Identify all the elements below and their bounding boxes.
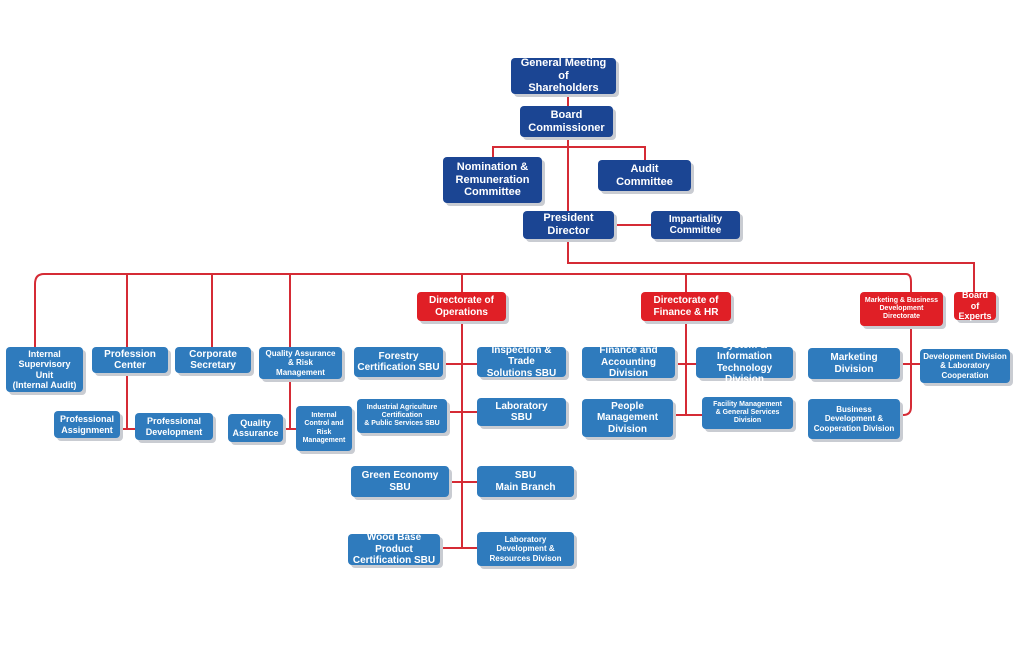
node-inspection-trade-solutions-sbu: Inspection & Trade Solutions SBU bbox=[477, 345, 566, 379]
node-finance-accounting-division: Finance and Accounting Division bbox=[582, 345, 675, 379]
node-internal-supervisory-unit: Internal Supervisory Unit (Internal Audi… bbox=[6, 347, 83, 392]
node-president-director: President Director bbox=[523, 211, 614, 239]
node-corporate-secretary: Corporate Secretary bbox=[175, 347, 251, 373]
node-quality-assurance-risk-management: Quality Assurance & Risk Management bbox=[259, 347, 342, 379]
connector-board-committees bbox=[492, 146, 646, 160]
node-board-of-experts: Board of Experts bbox=[954, 290, 996, 321]
node-green-economy-sbu: Green Economy SBU bbox=[351, 466, 449, 497]
node-industrial-agriculture-certification-sbu: Industrial Agriculture Certification & P… bbox=[357, 399, 447, 433]
node-quality-assurance: Quality Assurance bbox=[228, 414, 283, 442]
node-laboratory-sbu: Laboratory SBU bbox=[477, 398, 566, 426]
node-general-meeting-of-shareholders: General Meeting of Shareholders bbox=[511, 57, 616, 94]
node-forestry-certification-sbu: Forestry Certification SBU bbox=[354, 347, 443, 377]
node-system-information-technology-division: System & Information Technology Division bbox=[696, 340, 793, 385]
connector-main-bus bbox=[44, 273, 912, 292]
node-development-division-laboratory-cooperation: Development Division & Laboratory Cooper… bbox=[920, 349, 1010, 383]
connector-qa-children bbox=[283, 379, 296, 430]
connector-marketing-branch bbox=[900, 326, 920, 416]
connector-internal-supervisory bbox=[34, 273, 45, 347]
node-marketing-business-development-directorate: Marketing & Business Development Directo… bbox=[860, 292, 943, 326]
node-internal-control-risk-management: Internal Control and Risk Management bbox=[296, 406, 352, 451]
connector-president-bus bbox=[567, 239, 975, 292]
node-wood-base-product-certification-sbu: Wood Base Product Certification SBU bbox=[348, 532, 440, 566]
node-audit-committee: Audit Committee bbox=[598, 160, 691, 191]
node-impartiality-committee: Impartiality Committee bbox=[651, 211, 740, 239]
node-professional-assignment: Professional Assignment bbox=[54, 411, 120, 438]
node-sbu-main-branch: SBU Main Branch bbox=[477, 466, 574, 497]
node-directorate-of-operations: Directorate of Operations bbox=[417, 292, 506, 321]
node-board-commissioner: Board Commissioner bbox=[520, 106, 613, 137]
node-nomination-remuneration-committee: Nomination & Remuneration Committee bbox=[443, 157, 542, 203]
node-business-development-cooperation-division: Business Development & Cooperation Divis… bbox=[808, 399, 900, 439]
node-facility-management-general-services-division: Facility Management & General Services D… bbox=[702, 397, 793, 429]
node-directorate-of-finance-hr: Directorate of Finance & HR bbox=[641, 292, 731, 321]
node-laboratory-development-resources-division: Laboratory Development & Resources Divis… bbox=[477, 532, 574, 566]
node-professional-development: Professional Development bbox=[135, 413, 213, 440]
node-people-management-division: People Management Division bbox=[582, 399, 673, 437]
node-profession-center: Profession Center bbox=[92, 347, 168, 373]
node-marketing-division: Marketing Division bbox=[808, 348, 900, 379]
